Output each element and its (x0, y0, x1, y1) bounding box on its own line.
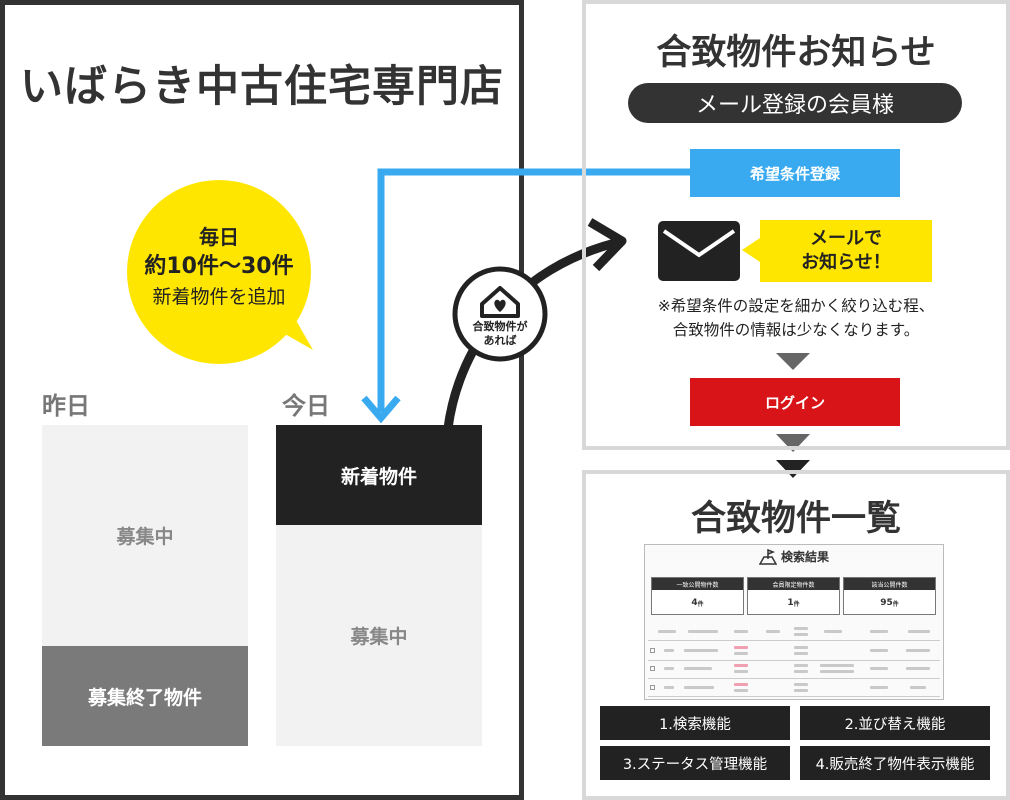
today-open-block: 募集中 (276, 525, 482, 746)
bubble-text: 毎日 約10件～30件 新着物件を追加 (108, 222, 330, 312)
stat-label: 会員限定物件数 (748, 578, 839, 590)
notice-subtitle: メール登録の会員様 (628, 83, 962, 123)
search-results-header: 検索結果 (644, 548, 944, 565)
envelope-icon (658, 221, 740, 281)
search-results-title: 検索結果 (780, 550, 829, 564)
down-arrow-2 (776, 434, 810, 452)
black-arrowhead (587, 218, 627, 272)
notice-panel (582, 0, 1010, 450)
label-today: 今日 (282, 392, 330, 420)
stat-label: 一致公開物件数 (652, 578, 743, 590)
badge-line-1: 合致物件が (473, 319, 528, 333)
left-panel (0, 0, 524, 800)
yesterday-open-block: 募集中 (42, 425, 248, 646)
list-panel (582, 470, 1010, 800)
bubble-line-1: 毎日 (199, 225, 239, 249)
blue-arrow (377, 168, 690, 412)
login-button[interactable]: ログイン (690, 378, 900, 426)
mail-callout: メールで お知らせ！ (760, 220, 932, 282)
bubble-line-2: 約10件～30件 (144, 254, 294, 279)
shop-title: いばらき中古住宅専門店 (20, 62, 504, 112)
today-new-block: 新着物件 (276, 425, 482, 525)
callout-tail (742, 238, 760, 262)
feature-sort: 2.並び替え機能 (800, 706, 990, 740)
notice-title: 合致物件お知らせ (656, 33, 936, 73)
stat-label: 該当公開件数 (844, 578, 935, 590)
badge-line-2: あれば (484, 333, 517, 347)
note-text: ※希望条件の設定を細かく絞り込む程、 合致物件の情報は少なくなります。 (600, 294, 992, 342)
list-title: 合致物件一覧 (690, 499, 901, 539)
callout-line-2: お知らせ！ (801, 252, 891, 273)
yesterday-closed-block: 募集終了物件 (42, 646, 248, 746)
speech-bubble (127, 180, 313, 364)
bubble-line-3: 新着物件を追加 (152, 286, 286, 308)
house-heart-icon (480, 286, 520, 318)
note-line-2: 合致物件の情報は少なくなります。 (672, 321, 920, 339)
note-line-1: ※希望条件の設定を細かく絞り込む程、 (657, 297, 935, 315)
down-arrow-3 (776, 460, 810, 478)
feature-ended-display: 4.販売終了物件表示機能 (800, 746, 990, 780)
feature-search: 1.検索機能 (600, 706, 790, 740)
callout-line-1: メールで (809, 228, 882, 249)
register-conditions-button[interactable]: 希望条件登録 (690, 149, 900, 197)
blurred-results-table (648, 622, 940, 698)
down-arrow-1 (776, 353, 810, 370)
feature-status: 3.ステータス管理機能 (600, 746, 790, 780)
label-yesterday: 昨日 (42, 392, 90, 420)
match-badge: 合致物件が あれば (452, 266, 548, 362)
blue-arrowhead (361, 395, 401, 424)
map-flag-icon (758, 548, 777, 565)
search-results-screenshot (644, 544, 944, 700)
